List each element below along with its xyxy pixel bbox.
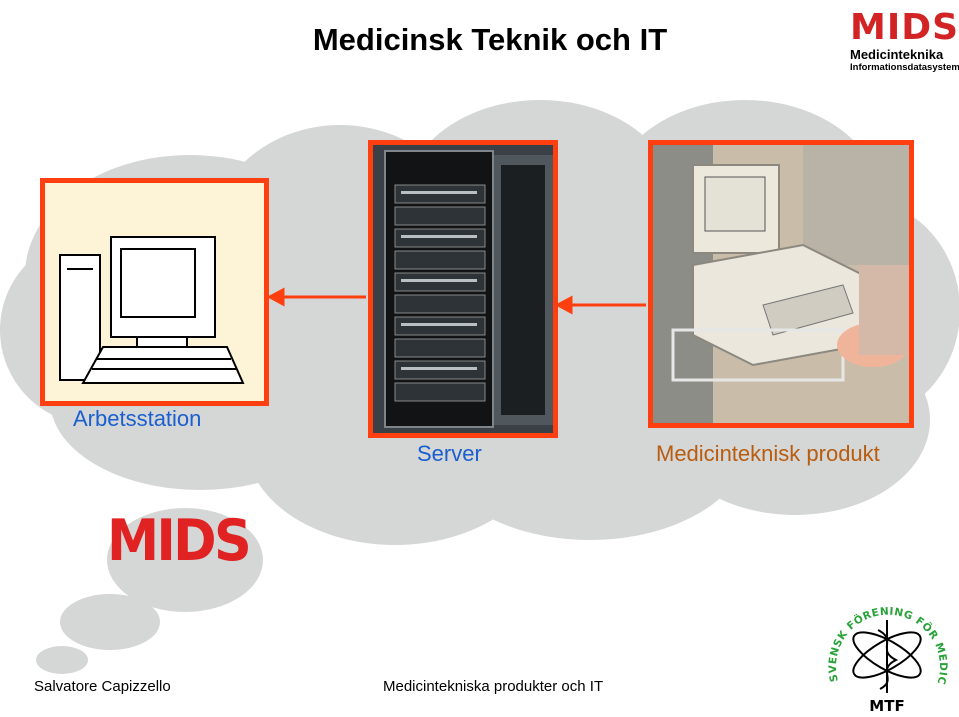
server-label: Server	[417, 441, 482, 466]
mids-header-logo: MIDS Medicinteknika Informationsdatasyst…	[850, 7, 959, 74]
footer-author: Salvatore Capizzello	[34, 678, 171, 695]
workstation-image	[40, 178, 269, 406]
medical-device-image	[648, 140, 914, 428]
mids-logo-wordmark: MIDS	[850, 7, 959, 48]
medical-device-label: Medicinteknisk produkt	[656, 441, 880, 466]
mids-logo-line1: Medicinteknika	[850, 47, 944, 62]
mids-logo-line2: Informationsdatasystem	[850, 62, 959, 73]
footer-course-title: Medicintekniska produkter och IT	[383, 678, 604, 695]
mids-brand-logo: MIDS	[107, 508, 252, 574]
slide-title: Medicinsk Teknik och IT	[312, 22, 668, 57]
server-rack-image	[368, 140, 558, 438]
mtf-seal-logo: SVENSK FÖRENING FÖR MEDICINSK TEKNIK OCH…	[820, 585, 949, 715]
computer-icon	[59, 236, 245, 384]
workstation-label: Arbetsstation	[73, 406, 202, 431]
seal-abbr: MTF	[869, 697, 904, 715]
